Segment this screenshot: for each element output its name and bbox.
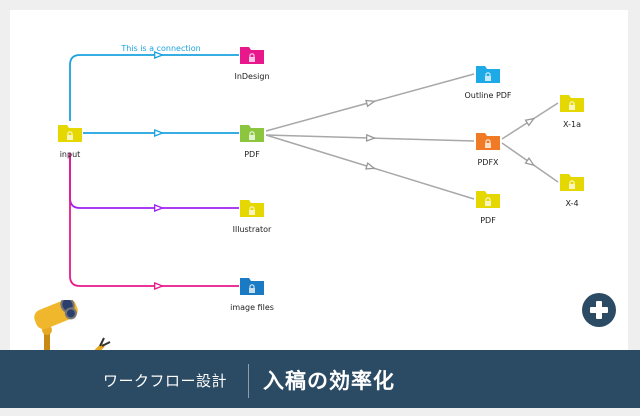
locked-folder-icon <box>560 95 584 112</box>
node-label: PDF <box>480 216 496 225</box>
locked-folder-icon <box>476 191 500 208</box>
footer-title: 入稿の効率化 <box>263 369 395 393</box>
edge-pdf-to-pdf-2[interactable] <box>265 134 475 200</box>
arrow-head-icon <box>154 129 165 137</box>
arrow-head-icon <box>365 99 377 108</box>
locked-folder-icon <box>58 125 82 142</box>
node-pdf[interactable]: PDF <box>240 125 264 159</box>
node-indesign[interactable]: InDesign <box>234 47 270 81</box>
node-image-files[interactable]: image files <box>230 278 274 312</box>
locked-folder-icon <box>240 47 264 64</box>
add-button[interactable] <box>582 293 616 327</box>
connection-label: This is a connection <box>120 44 200 53</box>
locked-folder-icon <box>476 133 500 150</box>
node-x4[interactable]: X-4 <box>560 174 584 208</box>
footer-subtitle: ワークフロー設計 <box>103 372 228 390</box>
node-label: input <box>60 150 81 159</box>
node-label: X-1a <box>563 120 581 129</box>
node-x1a[interactable]: X-1a <box>560 95 584 129</box>
node-pdf-2[interactable]: PDF <box>476 191 500 225</box>
node-label: PDFX <box>477 158 499 167</box>
edge-pdfx-to-x1a[interactable] <box>501 102 559 140</box>
locked-folder-icon <box>560 174 584 191</box>
arrow-head-icon <box>154 51 165 59</box>
edge-input-to-pdf[interactable] <box>83 129 239 137</box>
node-outline-pdf[interactable]: Outline PDF <box>464 66 512 100</box>
footer-bottom-strip <box>0 408 640 416</box>
footer-divider <box>248 364 249 398</box>
arrow-head-icon <box>365 162 377 170</box>
locked-folder-icon <box>476 66 500 83</box>
edge-pdf-to-pdfx[interactable] <box>265 133 475 142</box>
node-label: image files <box>230 303 274 312</box>
node-input[interactable]: input <box>58 125 82 159</box>
locked-folder-icon <box>240 200 264 217</box>
arrow-head-icon <box>524 117 536 127</box>
locked-folder-icon <box>240 125 264 142</box>
edge-pdf-to-outline-pdf[interactable] <box>265 73 475 132</box>
arrow-head-icon <box>524 156 536 167</box>
node-label: Illustrator <box>233 225 272 234</box>
node-label: PDF <box>244 150 260 159</box>
footer-banner <box>0 350 640 408</box>
node-pdfx[interactable]: PDFX <box>476 133 500 167</box>
arrow-head-icon <box>365 133 377 142</box>
edge-pdfx-to-x4[interactable] <box>501 142 559 183</box>
edge-input-to-indesign[interactable] <box>69 51 239 121</box>
node-illustrator[interactable]: Illustrator <box>233 200 272 234</box>
arrow-head-icon <box>154 204 165 212</box>
locked-folder-icon <box>240 278 264 295</box>
node-label: Outline PDF <box>464 91 511 100</box>
workflow-canvas <box>10 10 628 350</box>
edge-input-to-illustrator[interactable] <box>69 153 239 212</box>
arrow-head-icon <box>154 282 165 290</box>
edge-input-to-image-files[interactable] <box>69 153 239 290</box>
node-label: InDesign <box>234 72 269 81</box>
node-label: X-4 <box>565 199 578 208</box>
